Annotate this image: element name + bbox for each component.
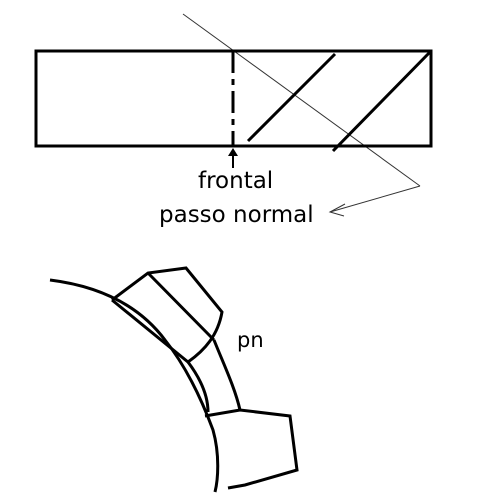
helix-tooth-line-2 bbox=[331, 49, 433, 153]
helix-tooth-line-1 bbox=[246, 52, 337, 143]
passo-normal-callout-head bbox=[328, 203, 346, 217]
tooth-flank-arc bbox=[212, 339, 242, 411]
frontal-arrow-head bbox=[228, 148, 238, 156]
upper-tooth-inner-line bbox=[146, 271, 216, 342]
passo-normal-callout-line bbox=[329, 185, 421, 213]
gear-rim-arc bbox=[49, 278, 220, 493]
frontal-label: frontal bbox=[198, 168, 274, 194]
normal-pitch-projection-line bbox=[182, 13, 421, 187]
tooth-space-arc bbox=[186, 361, 210, 413]
upper-tooth-outline bbox=[111, 266, 224, 364]
lower-tooth-outline bbox=[204, 408, 299, 490]
passo-normal-label: passo normal bbox=[159, 202, 314, 228]
pn-label: pn bbox=[237, 328, 264, 352]
